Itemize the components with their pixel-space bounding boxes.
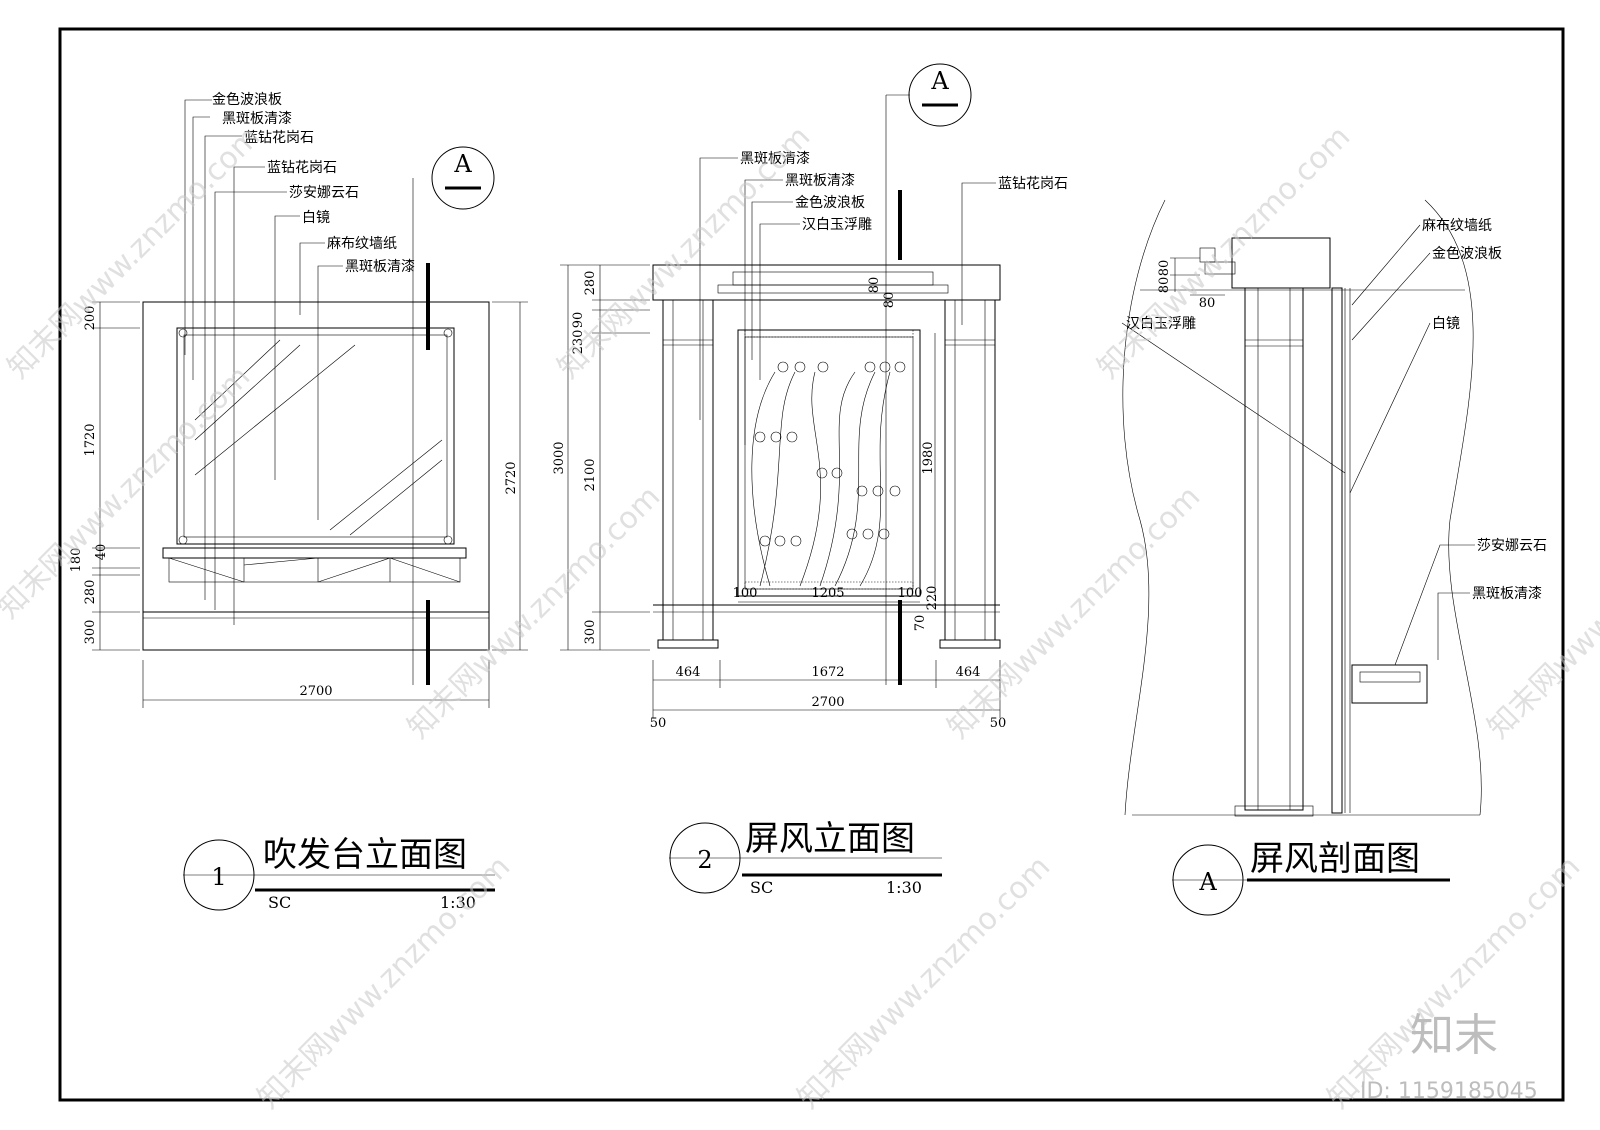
watermark-id: ID: 1159185045: [1360, 1079, 1538, 1104]
label-scale-2: 1:30: [886, 878, 922, 897]
label-white-mirror: 白镜: [302, 210, 330, 226]
title-screen-section: 屏风剖面图: [1250, 839, 1420, 879]
watermark-10: 知末网www.znzmo.com: [1321, 849, 1587, 1115]
dim-230: 230: [571, 330, 586, 355]
dim-2700: 2700: [299, 684, 332, 699]
dim-464-a: 464: [676, 665, 701, 680]
label-gold-wave-panel: 金色波浪板: [212, 91, 282, 108]
dim-3000: 3000: [552, 441, 567, 474]
watermark-9: 知末网www.znzmo.com: [791, 849, 1057, 1115]
watermark-1: 知末网www.znzmo.com: [1, 119, 267, 385]
watermark-2: 知末网www.znzmo.com: [551, 119, 817, 385]
label-sc-2: SC: [750, 878, 773, 897]
watermark-6: 知末网www.znzmo.com: [941, 479, 1207, 745]
label-white-jade-relief-2: 汉白玉浮雕: [1126, 316, 1196, 332]
label-black-board-lacquer: 黑斑板清漆: [222, 111, 292, 127]
dim-300-b: 300: [583, 620, 598, 645]
dim-1980: 1980: [921, 441, 936, 474]
label-linen-wallpaper: 麻布纹墙纸: [327, 236, 397, 252]
section-marker-a: A: [453, 150, 472, 178]
section-tag-a: A: [1198, 868, 1217, 896]
dim-220: 220: [925, 586, 940, 611]
label-marble: 莎安娜云石: [289, 185, 359, 201]
label-scale: 1:30: [440, 893, 476, 912]
label-black-board-lacquer-5: 黑斑板清漆: [1472, 586, 1542, 602]
dim-2700-b: 2700: [811, 695, 844, 710]
drawing-number-1: 1: [211, 863, 226, 891]
section-a-drawing: 麻布纹墙纸 金色波浪板 白镜 汉白玉浮雕 莎安娜云石 黑斑板清漆 80 80 8…: [1121, 199, 1547, 916]
watermark-5: 知末网www.znzmo.com: [401, 479, 667, 745]
dim-1672: 1672: [811, 665, 844, 680]
label-gold-wave-panel-3: 金色波浪板: [1432, 245, 1502, 262]
dim-section-80-a: 80: [1157, 260, 1172, 277]
dim-300: 300: [83, 620, 98, 645]
watermarks: 知末网www.znzmo.com 知末网www.znzmo.com 知末网www…: [0, 119, 1600, 1115]
label-blue-granite-3: 蓝钻花岗石: [998, 176, 1068, 192]
title-hairdresser-counter-elevation: 吹发台立面图: [263, 835, 467, 875]
dim-80-b: 80: [882, 292, 897, 309]
label-black-board-lacquer-3: 黑斑板清漆: [740, 151, 810, 167]
dim-50-a: 50: [650, 716, 667, 731]
watermark-3: 知末网www.znzmo.com: [1091, 119, 1357, 385]
dim-1720: 1720: [83, 423, 98, 456]
dim-1205: 1205: [811, 586, 844, 601]
label-sc: SC: [268, 893, 291, 912]
dim-2720: 2720: [504, 461, 519, 494]
label-gold-wave-panel-2: 金色波浪板: [795, 194, 865, 211]
label-blue-granite-2: 蓝钻花岗石: [267, 160, 337, 176]
label-blue-granite: 蓝钻花岗石: [244, 130, 314, 146]
dim-40: 40: [94, 544, 109, 561]
label-white-mirror-2: 白镜: [1432, 316, 1460, 332]
title-screen-elevation: 屏风立面图: [745, 819, 915, 859]
dim-200: 200: [83, 306, 98, 331]
dim-100-a: 100: [733, 586, 758, 601]
dim-180: 180: [69, 548, 84, 573]
label-black-board-lacquer-2: 黑斑板清漆: [345, 259, 415, 275]
label-linen-wallpaper-2: 麻布纹墙纸: [1422, 218, 1492, 234]
drawing-2-elevation: A 黑斑板清漆 黑斑板清漆 金色波浪板 汉白玉浮雕 蓝钻花岗石 280: [552, 63, 1068, 897]
section-marker-a-2: A: [930, 67, 949, 95]
drawing-1-elevation: A 金色波浪板 黑斑板清漆 蓝钻花岗石 蓝钻花岗石 莎安娜云石 白镜 麻布纹墙纸…: [69, 91, 528, 912]
drawing-number-2: 2: [697, 846, 712, 874]
dim-90: 90: [571, 312, 586, 329]
dim-280: 280: [83, 580, 98, 605]
watermark-4: 知末网www.znzmo.com: [0, 359, 257, 625]
dim-section-80-c: 80: [1199, 296, 1216, 311]
dim-464-b: 464: [956, 665, 981, 680]
dim-100-b: 100: [898, 586, 923, 601]
dim-50-b: 50: [990, 716, 1007, 731]
label-marble-2: 莎安娜云石: [1477, 538, 1547, 554]
dim-280-b: 280: [583, 271, 598, 296]
dim-70: 70: [913, 615, 928, 632]
label-white-jade-relief: 汉白玉浮雕: [802, 217, 872, 233]
watermark-7: 知末网www.znzmo.com: [1481, 479, 1600, 745]
dim-2100: 2100: [583, 458, 598, 491]
dim-section-80-b: 80: [1157, 277, 1172, 294]
watermark-brand: 知末: [1410, 1010, 1498, 1061]
dim-80-a: 80: [867, 277, 882, 294]
sheet-border: [58, 27, 1565, 1102]
label-black-board-lacquer-4: 黑斑板清漆: [785, 173, 855, 189]
